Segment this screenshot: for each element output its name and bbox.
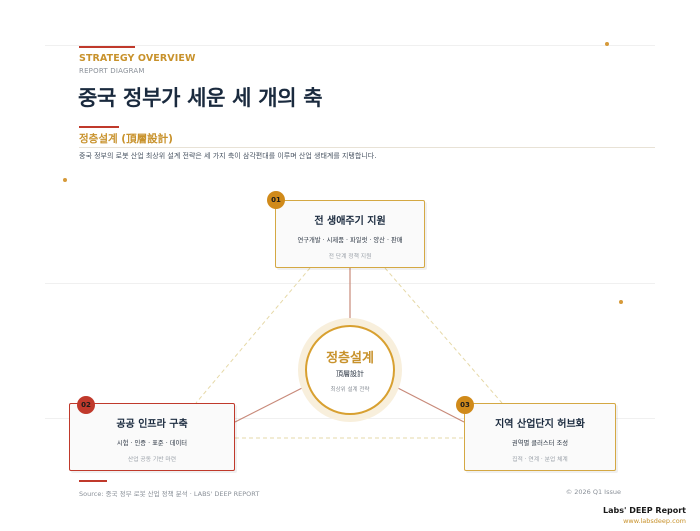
triangle-edge-left: [195, 267, 311, 404]
pillar-card-regional-hub: 지역 산업단지 허브화 권역별 클러스터 조성 집적 · 연계 · 분업 체계: [464, 403, 616, 471]
pillar-items: 권역별 클러스터 조성: [511, 440, 569, 447]
brand-name: Labs' DEEP Report: [602, 506, 686, 515]
center-hub-caption: 최상위 설계 전략: [330, 387, 370, 393]
header-accent-bar: [79, 46, 135, 48]
section-heading: 정층설계 (頂層設計): [79, 133, 173, 145]
pillar-number-badge: 01: [267, 191, 285, 209]
decorative-dot: [619, 300, 623, 304]
center-hub-title: 정층설계: [326, 351, 374, 366]
background-line: [45, 45, 655, 46]
pillar-caption: 산업 공동 기반 마련: [127, 457, 177, 463]
pillar-card-lifecycle: 전 생애주기 지원 연구개발 · 시제품 · 파일럿 · 양산 · 판매 전 단…: [275, 200, 425, 268]
footer-issue: © 2026 Q1 Issue: [565, 488, 621, 496]
pillar-items: 연구개발 · 시제품 · 파일럿 · 양산 · 판매: [297, 237, 403, 244]
section-divider: [79, 147, 655, 148]
spoke-left: [234, 384, 309, 423]
pillar-number-badge: 03: [456, 396, 474, 414]
section-description: 중국 정부의 로봇 산업 최상위 설계 전략은 세 가지 축이 삼각편대를 이루…: [79, 152, 377, 160]
pillar-number-badge: 02: [77, 396, 95, 414]
pillar-title: 전 생애주기 지원: [314, 216, 386, 227]
footer-source: Source: 중국 정부 로봇 산업 정책 분석 · LABS' DEEP R…: [79, 490, 260, 498]
center-hub-subtitle: 頂層設計: [336, 370, 364, 378]
pillar-caption: 집적 · 연계 · 분업 체계: [512, 457, 568, 463]
pillar-title: 공공 인프라 구축: [116, 419, 188, 430]
footer-accent-bar: [79, 480, 107, 482]
decorative-dot: [605, 42, 609, 46]
section-accent-bar: [79, 126, 119, 128]
triangle-edge-right: [384, 267, 503, 404]
pillar-card-infrastructure: 공공 인프라 구축 시험 · 인증 · 표준 · 데이터 산업 공동 기반 마련: [69, 403, 235, 471]
spoke-right: [391, 384, 465, 423]
pillar-title: 지역 산업단지 허브화: [495, 419, 585, 430]
report-type-label: REPORT DIAGRAM: [79, 67, 145, 75]
overview-label: STRATEGY OVERVIEW: [79, 53, 196, 64]
decorative-dot: [63, 178, 67, 182]
brand-url-link[interactable]: www.labsdeep.com: [623, 517, 686, 525]
pillar-caption: 전 단계 정책 지원: [328, 254, 372, 260]
pillar-items: 시험 · 인증 · 표준 · 데이터: [116, 440, 188, 447]
center-hub: 정층설계 頂層設計 최상위 설계 전략: [305, 325, 395, 415]
page-title: 중국 정부가 세운 세 개의 축: [78, 86, 323, 110]
